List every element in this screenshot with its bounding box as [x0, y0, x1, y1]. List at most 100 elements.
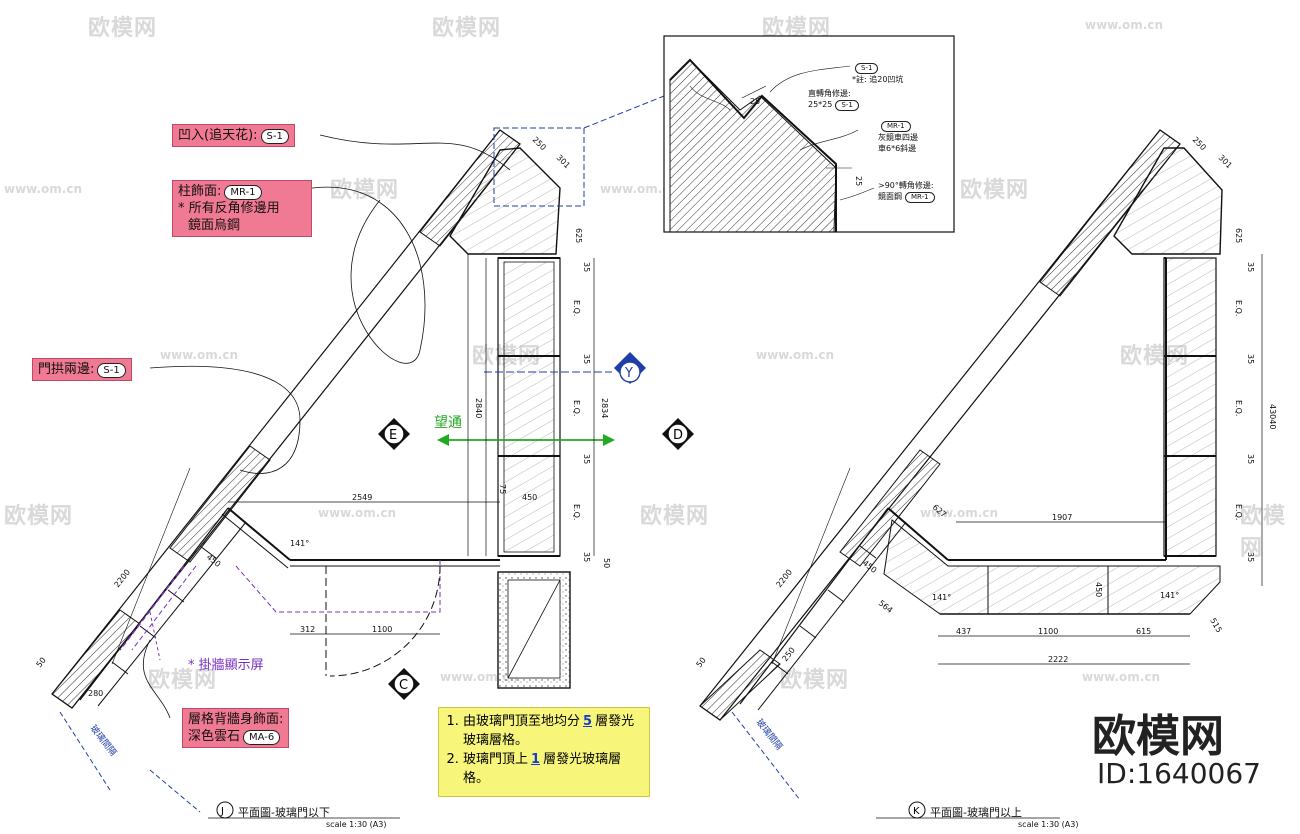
note-column-line2: * 所有反角修邊用 — [178, 201, 280, 216]
dim-text: E.Q. — [1234, 504, 1243, 520]
detail-over90-line2: 鏡面鋼 — [878, 192, 902, 201]
detail-mr-line1: 灰鏡車四邊 — [878, 133, 918, 142]
marker-y-label: Y — [624, 366, 633, 381]
title-letter-k: K — [913, 806, 920, 817]
watermark-logo: 欧模网 — [88, 16, 158, 41]
dim-text: 515 — [1208, 617, 1223, 635]
dim-text: 2222 — [1048, 655, 1068, 664]
dim-text: 141° — [932, 593, 951, 602]
note-recess: 凹入(追天花):S-1 — [172, 124, 295, 147]
dim-text: 450 — [1094, 582, 1103, 597]
dim-text: 627 — [931, 503, 948, 520]
dim-text: 450 — [522, 493, 537, 502]
watermark-url: www.om.cn — [160, 348, 239, 362]
dim-text: E.Q. — [572, 504, 581, 520]
dim-text: 615 — [1136, 627, 1151, 636]
dim-text: 35 — [1246, 454, 1255, 464]
watermark-logo: 欧模网 — [640, 504, 710, 529]
dim-text: 43040 — [1268, 404, 1277, 429]
watermark-logo: 欧模网 — [4, 504, 74, 529]
watermark-url: www.om.cn — [920, 506, 999, 520]
plan-scale-j: scale 1:30 (A3) — [326, 820, 387, 829]
watermark-logo: 欧模网 — [960, 178, 1030, 203]
dim-text: 2200 — [774, 568, 794, 590]
detail-s1-note: S-1 *註: 追20凹坑 — [852, 62, 903, 85]
detail-dim: 25 — [750, 97, 760, 106]
dim-text: 250 — [780, 646, 797, 664]
dim-text: 1100 — [1038, 627, 1058, 636]
note-lattice-text: 層格背牆身飾面: — [188, 712, 284, 727]
marker-e-label: E — [389, 428, 397, 443]
dim-text: 35 — [1246, 354, 1255, 364]
see-through-label: 望通 — [434, 415, 462, 431]
dim-text: 141° — [1160, 591, 1179, 600]
dim-text: 250 — [1191, 135, 1208, 152]
marker-d-label: D — [673, 428, 683, 443]
dim-text: 35 — [1246, 552, 1255, 562]
watermark-url: www.om.cn — [4, 182, 83, 196]
dim-text: 280 — [88, 689, 103, 698]
brand-id: ID:1640067 — [1097, 757, 1261, 790]
detail-tag-s1b: S-1 — [835, 100, 859, 111]
dim-text: 35 — [582, 552, 591, 562]
dim-text: 2549 — [352, 493, 372, 502]
plan-scale-k: scale 1:30 (A3) — [1018, 820, 1079, 829]
tag-s1: S-1 — [260, 129, 289, 144]
dim-text: 50 — [34, 656, 47, 670]
note-column-line3: 鏡面烏鋼 — [188, 218, 241, 233]
dim-text: 1907 — [1052, 513, 1072, 522]
note-arch: 門拱兩邊:S-1 — [32, 358, 132, 381]
detail-mr-line2: 車6*6斜邊 — [878, 144, 917, 153]
detail-tag-mr1: MR-1 — [881, 121, 911, 132]
detail-dim: 25 — [854, 176, 863, 186]
title-circle-k — [908, 801, 926, 819]
dim-text: 35 — [582, 262, 591, 272]
dim-text: 564 — [877, 598, 895, 615]
dim-text: E.Q. — [1234, 400, 1243, 416]
dim-text: 50 — [602, 558, 611, 568]
dim-text: E.Q. — [572, 400, 581, 416]
detail-s1-text: *註: 追20凹坑 — [852, 75, 904, 84]
detail-corner-label: 直轉角修邊: — [808, 89, 851, 98]
marker-c-label: C — [399, 678, 408, 693]
dim-text: 250 — [531, 135, 548, 152]
note-item-2-num: 1 — [531, 752, 541, 767]
tag-ma6: MA-6 — [243, 730, 281, 745]
tv-label: * 掛牆顯示屏 — [188, 658, 264, 673]
dim-text: 1100 — [372, 625, 392, 634]
detail-tag-mr1b: MR-1 — [905, 192, 935, 203]
watermark-logo: 欧模网 — [432, 16, 502, 41]
note-arch-text: 門拱兩邊: — [38, 362, 95, 377]
plan-right — [699, 129, 1263, 819]
tag-mr1: MR-1 — [224, 185, 262, 200]
marker-y — [614, 352, 646, 384]
dim-text: 2840 — [474, 398, 483, 418]
watermark-url: www.om.cn — [1082, 670, 1161, 684]
marker-c — [388, 668, 420, 700]
detail-tag-s1: S-1 — [855, 63, 879, 74]
plan-title-j: 平面圖-玻璃門以下 — [238, 806, 330, 819]
dim-text: 301 — [555, 153, 572, 170]
watermark-logo: 欧模网 — [1240, 504, 1287, 561]
dim-text: 625 — [574, 228, 583, 243]
plan-title-k: 平面圖-玻璃門以上 — [930, 806, 1022, 819]
dim-text: 2834 — [600, 398, 609, 418]
dim-text: 35 — [582, 354, 591, 364]
dim-text: 141° — [290, 539, 309, 548]
watermark-url: www.om.cn — [756, 348, 835, 362]
detail-mr-note: MR-1 灰鏡車四邊 車6*6斜邊 — [878, 120, 918, 154]
tag-s1: S-1 — [97, 363, 126, 378]
dim-text: 35 — [582, 454, 591, 464]
note-column-finish: 柱飾面:MR-1 * 所有反角修邊用 鏡面烏鋼 — [172, 180, 312, 237]
watermark-logo: 欧模网 — [148, 668, 218, 693]
note-recess-text: 凹入(追天花): — [178, 128, 258, 143]
note-column-text: 柱飾面: — [178, 184, 222, 199]
watermark-url: www.om.cn — [600, 182, 679, 196]
